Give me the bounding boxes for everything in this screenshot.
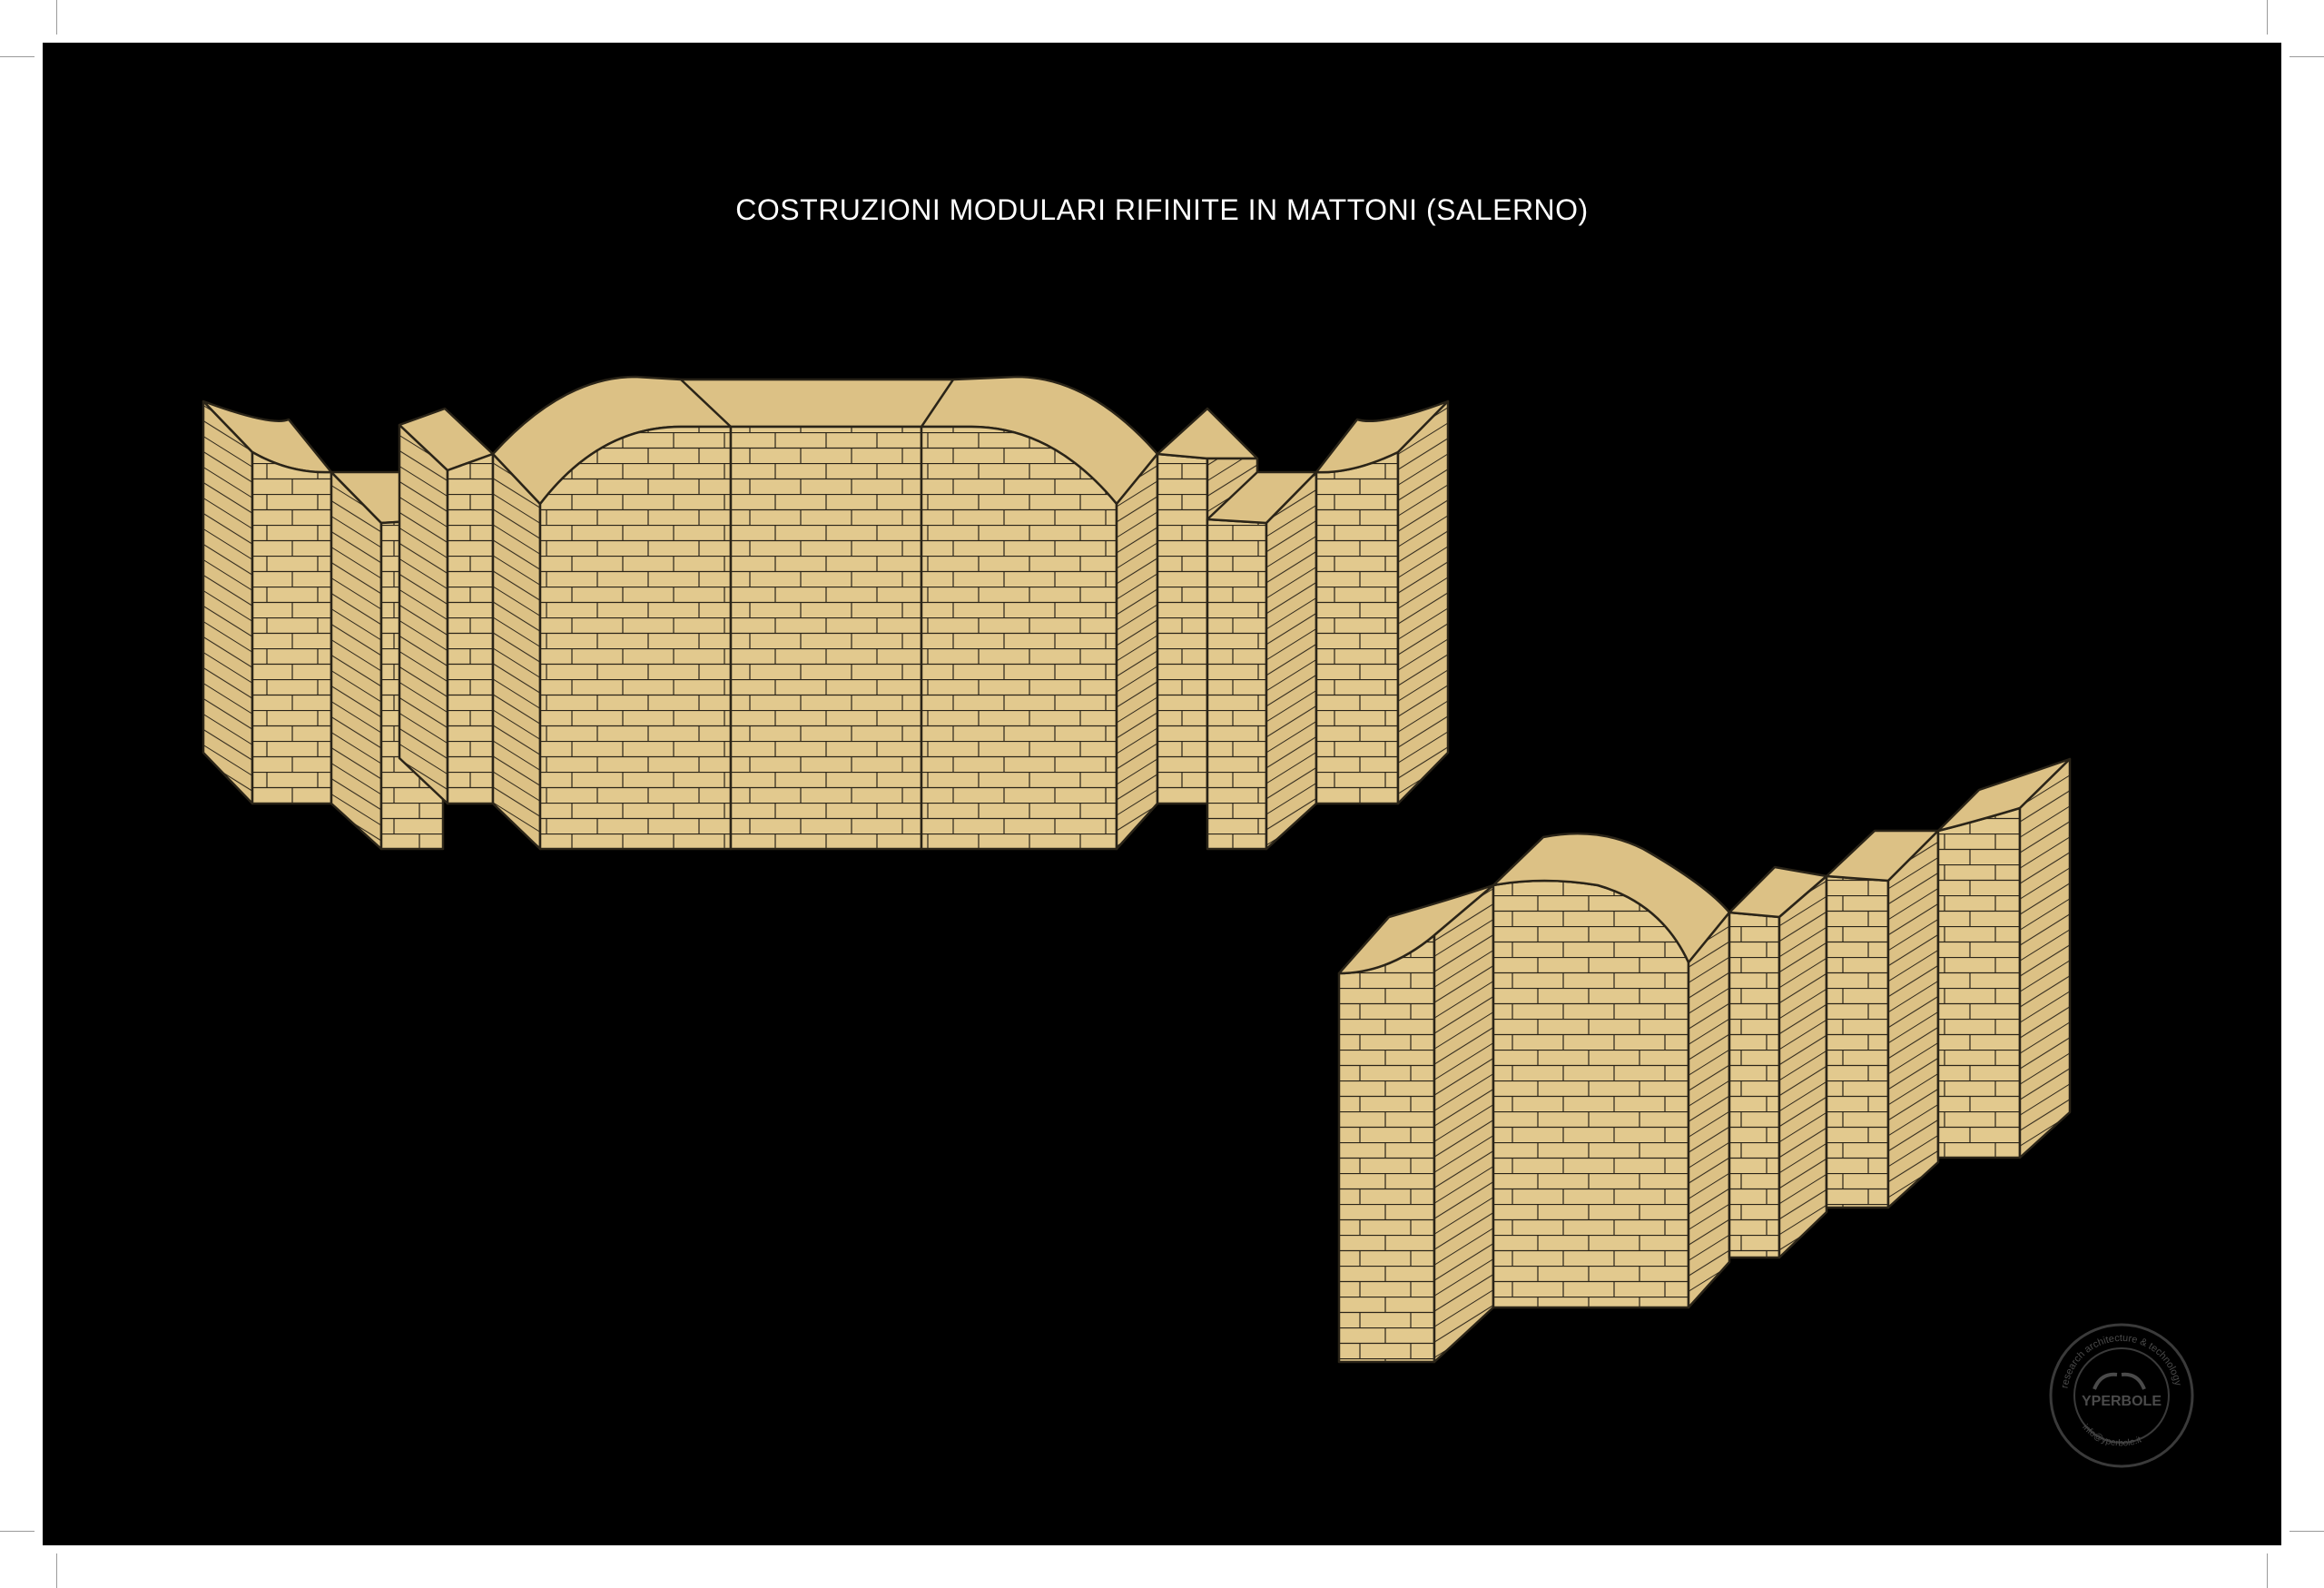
upper-center-front-left <box>538 425 733 851</box>
upper-pier-5-side <box>1265 470 1318 851</box>
upper-pier-2-side <box>330 470 383 851</box>
logo-brand: YPERBOLE <box>2082 1394 2162 1409</box>
logo-ring-text-bottom: info@yperbole.it <box>2080 1423 2142 1449</box>
upper-pier-3-front <box>446 452 495 805</box>
upper-center-right-side <box>1115 452 1159 851</box>
crop-mark-bottom-right-h <box>2290 1531 2324 1532</box>
yperbole-logo: research architecture & technology info@… <box>2049 1323 2194 1468</box>
upper-center-front-mid <box>729 425 923 851</box>
lower-pier-3-front <box>1825 874 1890 1209</box>
crop-mark-top-left-h <box>0 56 34 57</box>
lower-pier-1-side <box>1433 883 1495 1364</box>
crop-mark-top-right-v <box>2267 0 2268 35</box>
lower-pier-4-side <box>2018 757 2072 1159</box>
upper-pier-6-side <box>1396 399 1450 805</box>
sheet-title: COSTRUZIONI MODULARI RIFINITE IN MATTONI… <box>735 193 1589 226</box>
upper-pier-4-top <box>1156 407 1259 460</box>
crop-mark-top-left-v <box>56 0 57 35</box>
upper-pier-4-front <box>1156 452 1209 805</box>
upper-wall <box>202 375 1450 851</box>
upper-center-front-right <box>920 425 1118 851</box>
upper-pier-1-side <box>202 399 254 805</box>
logo-mark-icon <box>2093 1372 2146 1390</box>
crop-mark-bottom-left-h <box>0 1531 34 1532</box>
upper-pier-6-front <box>1315 450 1400 805</box>
upper-pier-5-front <box>1206 518 1268 851</box>
upper-pier-3-side <box>398 423 449 805</box>
svg-text:info@yperbole.it: info@yperbole.it <box>2080 1423 2142 1449</box>
lower-pier-4-front <box>1936 806 2022 1159</box>
crop-mark-top-right-h <box>2290 56 2324 57</box>
upper-pier-1-front <box>251 450 333 805</box>
lower-pier-2-front <box>1728 911 1781 1259</box>
lower-center-side <box>1687 911 1731 1309</box>
lower-pier-3-side <box>1886 829 1940 1209</box>
crop-mark-bottom-right-v <box>2267 1553 2268 1588</box>
lower-pier-1-front <box>1337 933 1436 1364</box>
upper-center-left-side <box>491 452 542 851</box>
crop-mark-bottom-left-v <box>56 1553 57 1588</box>
lower-wall <box>1337 757 2072 1364</box>
lower-center-front <box>1492 879 1690 1309</box>
lower-pier-2-side <box>1777 874 1828 1259</box>
